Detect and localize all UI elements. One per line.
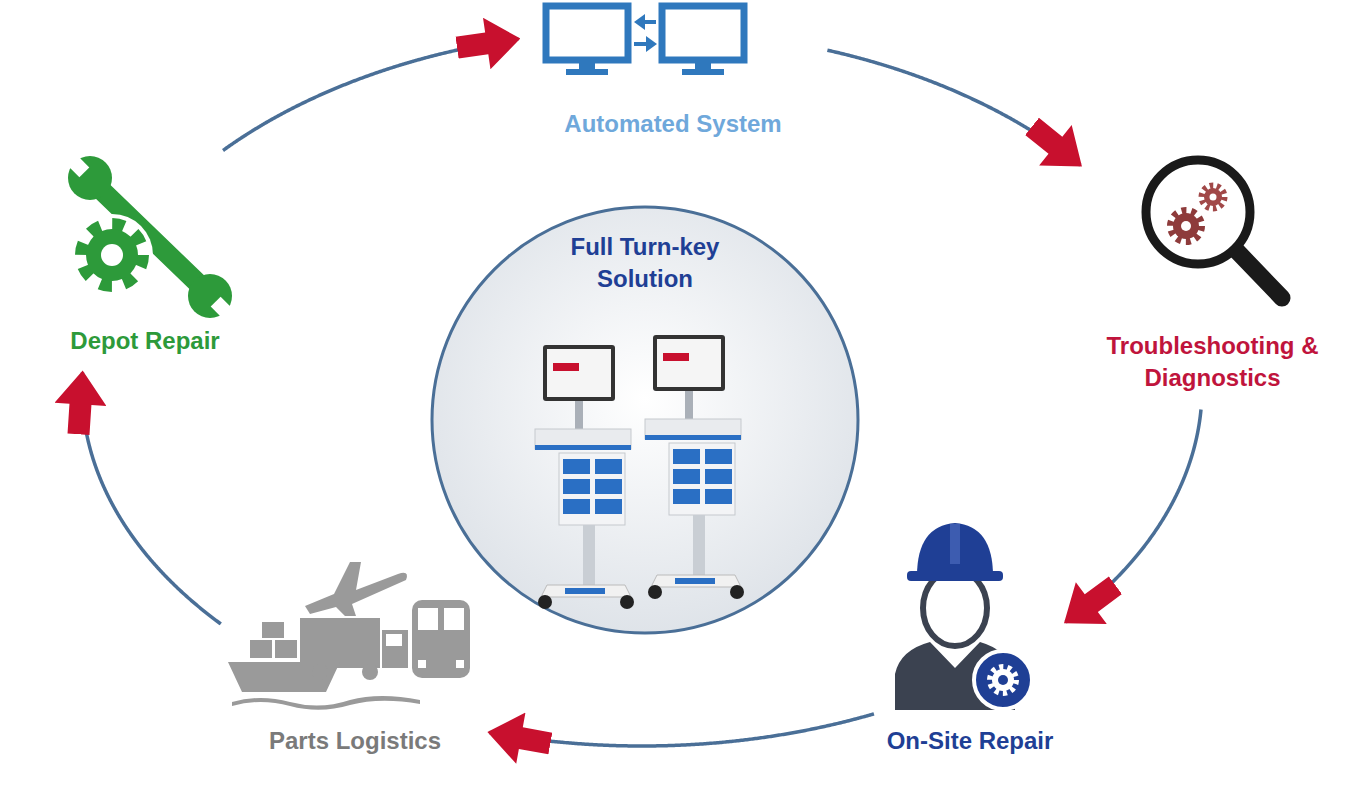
hub-outline-circle [432,207,858,633]
node-label: On-Site Repair [887,725,1054,757]
vehicles-icon [228,562,470,710]
magnifier-icon [1146,160,1282,298]
stage-node: Depot Repair [55,155,235,368]
stage-node: On-Site Repair [879,520,1062,768]
node-label: Depot Repair [70,325,219,357]
wrench-gear-icon [64,152,236,322]
cycle-arrow [489,714,874,746]
cycle-arrow [223,39,518,151]
cycle-arrow [1066,410,1201,623]
cycle-arrow [827,50,1080,165]
node-label: Full Turn-key Solution [535,231,755,296]
stage-node: Parts Logistics [225,548,485,768]
stage-node: Automated System [523,4,823,151]
hub-circle: Full Turn-key Solution [430,205,860,635]
stage-node: Troubleshooting & Diagnostics [1085,140,1341,405]
node-label: Parts Logistics [269,725,441,757]
node-label: Automated System [564,108,781,140]
monitors-icon [546,6,744,75]
cycle-arrow [82,372,221,623]
node-label: Troubleshooting & Diagnostics [1093,330,1333,395]
worker-icon [895,523,1032,710]
